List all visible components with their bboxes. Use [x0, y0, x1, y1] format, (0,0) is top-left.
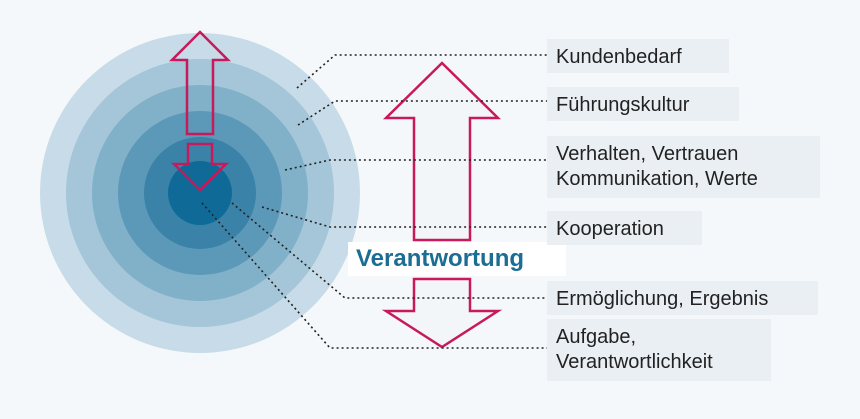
center-label-verantwortung: Verantwortung [348, 242, 566, 276]
layer-label-verhalten: Verhalten, Vertrauen Kommunikation, Wert… [547, 136, 820, 198]
connector-line [261, 206, 547, 228]
layer-label-ermoeglichung: Ermöglichung, Ergebnis [547, 281, 818, 315]
layer-label-aufgabe: Aufgabe, Verantwortlichkeit [547, 319, 771, 381]
small-up-arrow [168, 30, 232, 136]
small-down-arrow [170, 142, 230, 192]
layer-label-kooperation: Kooperation [547, 211, 702, 245]
connector-line [296, 54, 547, 89]
core-circle [168, 161, 232, 225]
big-down-arrow [381, 277, 503, 349]
layer-label-kundenbedarf: Kundenbedarf [547, 39, 729, 73]
layer-label-fuehrungskultur: Führungskultur [547, 87, 739, 121]
connector-line [297, 100, 547, 126]
connector-line [284, 159, 547, 171]
big-up-arrow [382, 61, 502, 242]
